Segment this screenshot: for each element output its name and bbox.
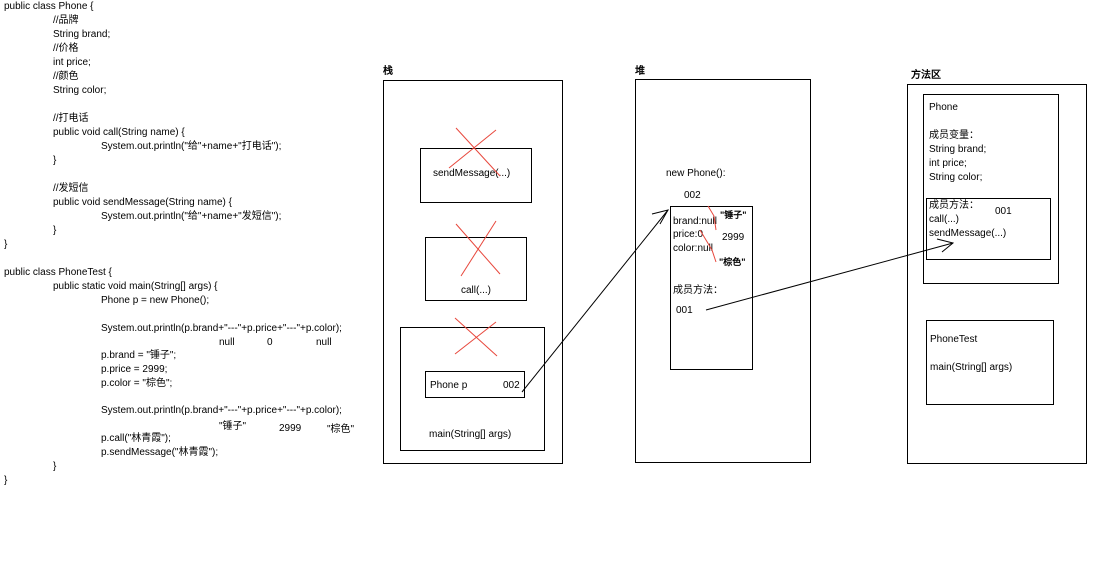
field-item: String brand; (929, 144, 987, 155)
code-line: } (53, 461, 57, 472)
new-value-brand: "锤子" (720, 210, 747, 220)
code-line: System.out.println(p.brand+"---"+p.price… (101, 323, 342, 334)
code-line: String color; (53, 85, 107, 96)
code-line: int price; (53, 57, 91, 68)
code-line: String brand; (53, 29, 111, 40)
code-line: } (4, 475, 8, 486)
code-line: p.brand = "锤子"; (101, 350, 177, 361)
field-brand: brand:null (673, 216, 717, 227)
code-line: //价格 (53, 43, 79, 54)
class-phonetest (926, 320, 1054, 405)
code-line: public void sendMessage(String name) { (53, 197, 232, 208)
class-phone (923, 94, 1059, 284)
method-item: call(...) (929, 214, 959, 225)
methods-label: 成员方法： (929, 200, 979, 211)
class-name: Phone (929, 102, 958, 113)
methods-address: 001 (995, 206, 1012, 217)
heap-new-label: new Phone(): (666, 168, 726, 179)
code-line: public static void main(String[] args) { (53, 281, 218, 292)
stack-frame-label: main(String[] args) (429, 429, 512, 440)
methods-box (926, 198, 1051, 260)
method-area-title: 方法区 (911, 70, 941, 81)
code-line: //打电话 (53, 113, 89, 124)
output-value: null (316, 337, 332, 348)
output-value: 2999 (279, 423, 302, 434)
output-value: 0 (267, 337, 273, 348)
code-line: System.out.println("给"+name+"发短信"); (101, 211, 282, 222)
code-line: //颜色 (53, 71, 79, 82)
code-line: System.out.println(p.brand+"---"+p.price… (101, 405, 342, 416)
field-price: price:0 (673, 229, 704, 240)
code-line: //发短信 (53, 183, 89, 194)
code-line: p.sendMessage("林青霞"); (101, 447, 219, 458)
field-color: color:null (673, 243, 714, 254)
code-line: p.call("林青霞"); (101, 433, 171, 444)
code-line: public class Phone { (4, 1, 94, 12)
fields-label: 成员变量： (929, 130, 979, 141)
class-name: PhoneTest (930, 334, 978, 345)
output-value: "锤子" (219, 421, 247, 432)
field-item: int price; (929, 158, 967, 169)
new-value-price: 2999 (722, 232, 745, 243)
code-line: public void call(String name) { (53, 127, 185, 138)
new-value-color: "棕色" (719, 257, 746, 267)
code-line: p.price = 2999; (101, 364, 168, 375)
method-item: sendMessage(...) (929, 228, 1007, 239)
heap-title: 堆 (635, 66, 645, 77)
field-item: String color; (929, 172, 983, 183)
code-line: } (53, 155, 57, 166)
output-value: null (219, 337, 235, 348)
code-line: System.out.println("给"+name+"打电话"); (101, 141, 282, 152)
heap-object-address: 002 (684, 190, 701, 201)
stack-title: 栈 (383, 66, 393, 77)
stack-frame-label: sendMessage(...) (433, 168, 511, 179)
variable-value: 002 (503, 380, 520, 391)
code-line: //品牌 (53, 15, 79, 26)
code-line: } (4, 239, 8, 250)
heap-methods-label: 成员方法： (673, 285, 723, 296)
stack-frame-label: call(...) (461, 285, 491, 296)
output-value: "棕色" (327, 424, 355, 435)
code-line: p.color = "棕色"; (101, 378, 173, 389)
code-line: public class PhoneTest { (4, 267, 112, 278)
variable-label: Phone p (430, 380, 468, 391)
code-line: Phone p = new Phone(); (101, 295, 210, 306)
heap-methods-address: 001 (676, 305, 693, 316)
method-item: main(String[] args) (930, 362, 1013, 373)
code-line: } (53, 225, 57, 236)
